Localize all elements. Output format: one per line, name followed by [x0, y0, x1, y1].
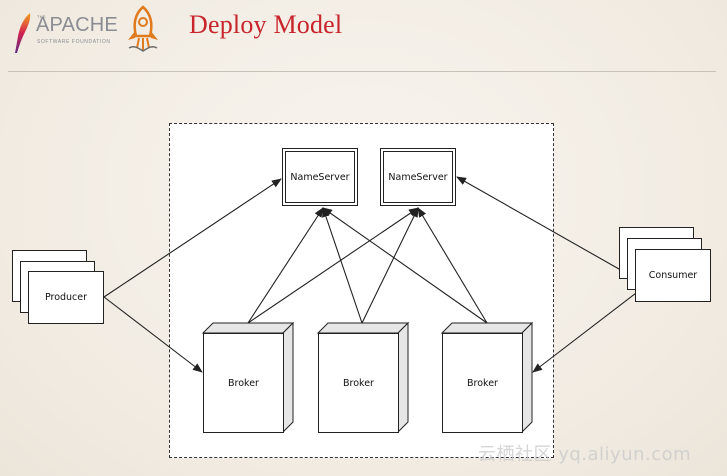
consumer-node: Consumer: [635, 249, 711, 302]
nameserver-node: NameServer: [282, 148, 358, 206]
broker-label: Broker: [228, 377, 259, 389]
header-divider: [8, 71, 716, 72]
broker-node: Broker: [318, 333, 399, 433]
broker-node: Broker: [442, 333, 523, 433]
rocketmq-logo-icon: [128, 5, 158, 52]
logo-wordmark: APACHE: [36, 14, 118, 36]
broker-label: Broker: [467, 377, 498, 389]
consumer-label: Consumer: [648, 270, 698, 281]
broker-label: Broker: [343, 377, 374, 389]
nameserver-node: NameServer: [380, 148, 456, 206]
producer-node: Producer: [28, 271, 104, 324]
page-title: Deploy Model: [189, 10, 343, 39]
logo-subtitle: SOFTWARE FOUNDATION: [37, 39, 111, 45]
logo-prefix: THE: [37, 14, 46, 19]
nameserver-label: NameServer: [285, 151, 355, 203]
broker-node: Broker: [203, 333, 284, 433]
apache-feather-icon: [15, 13, 31, 53]
site-watermark: 云栖社区 yq.aliyun.com: [478, 444, 692, 465]
producer-label: Producer: [44, 292, 88, 303]
nameserver-label: NameServer: [383, 151, 453, 203]
